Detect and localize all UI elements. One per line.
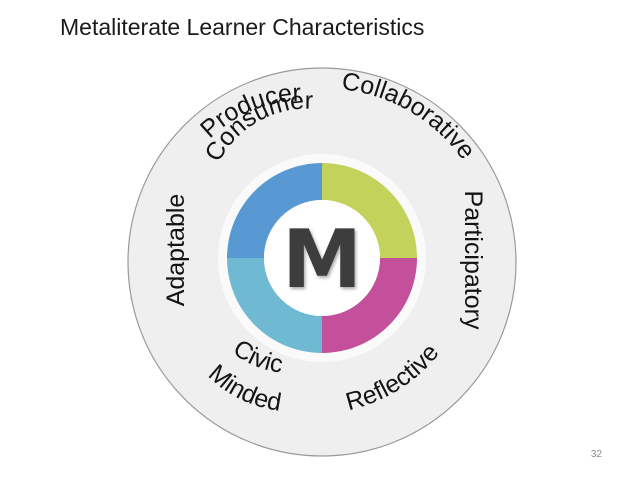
center-disc xyxy=(264,200,380,316)
slide-title: Metaliterate Learner Characteristics xyxy=(60,14,425,40)
segment-teal xyxy=(227,258,322,353)
segment-green xyxy=(322,163,417,258)
page-number: 32 xyxy=(590,449,602,460)
segment-blue xyxy=(227,163,322,258)
center-m-logo: M xyxy=(282,213,362,306)
segment-magenta xyxy=(322,258,417,353)
label-adaptable: Adaptable xyxy=(162,194,190,307)
label-participatory: Participatory xyxy=(459,191,487,330)
color-ring xyxy=(227,163,417,353)
